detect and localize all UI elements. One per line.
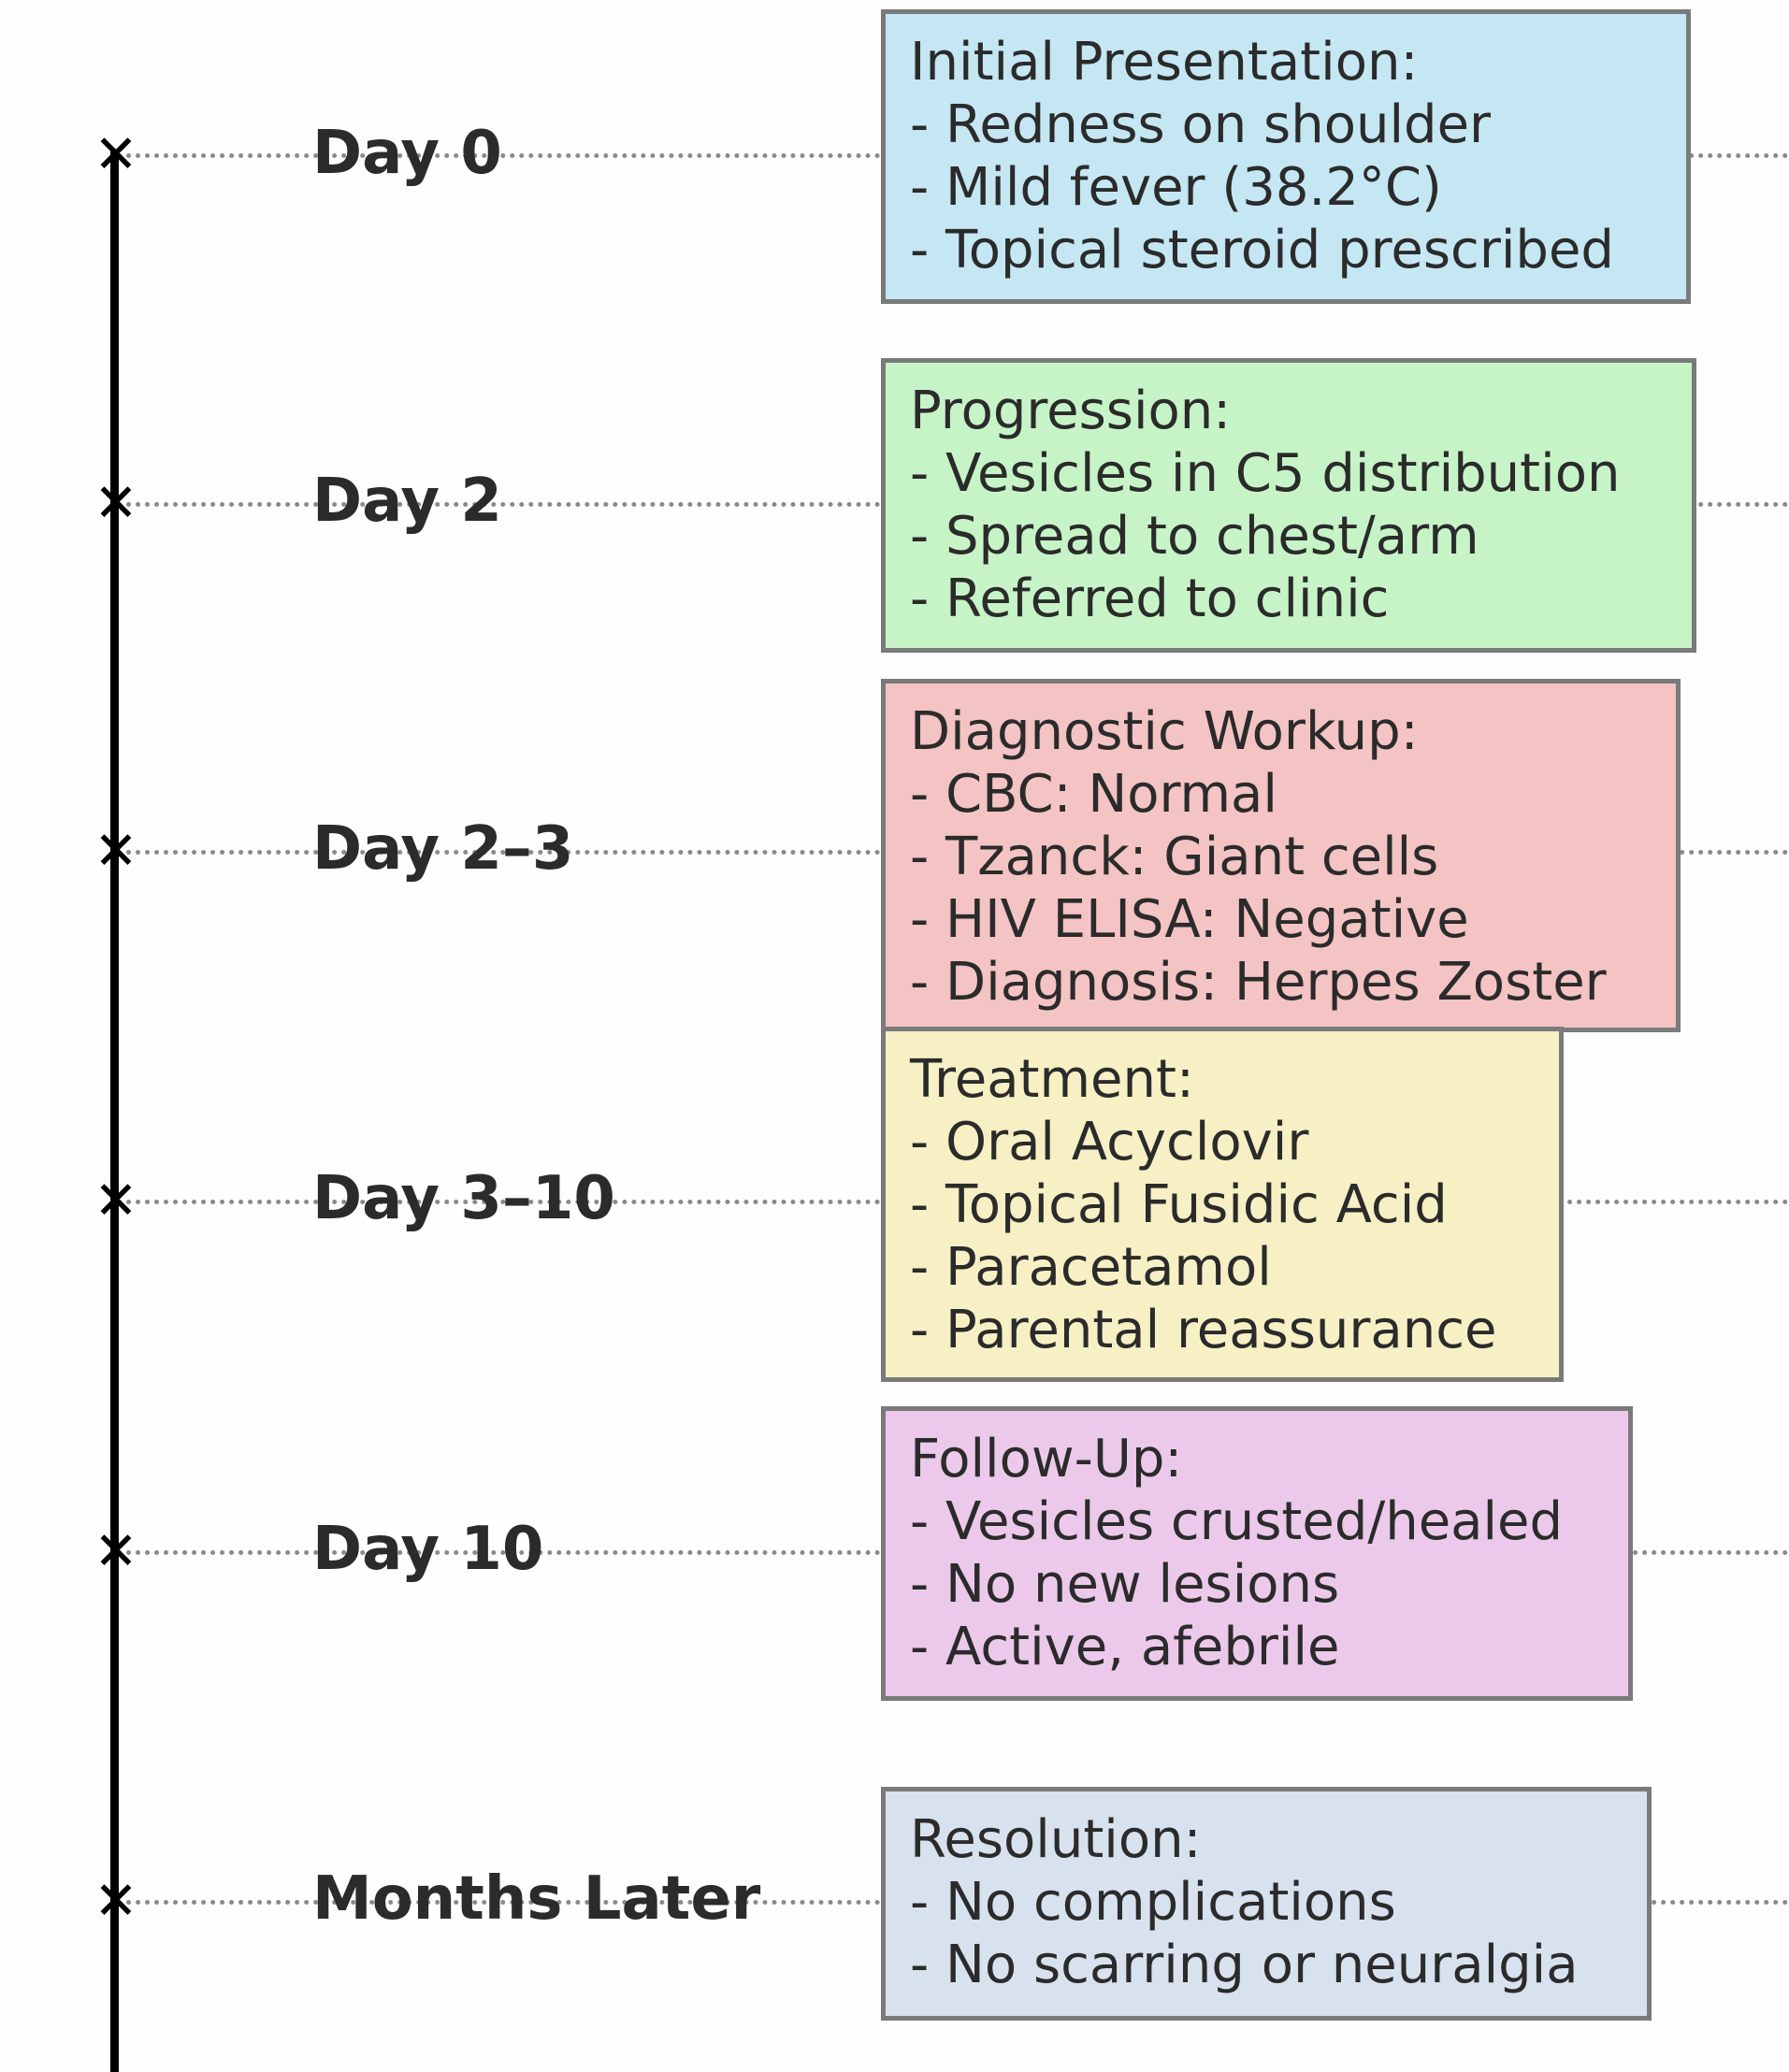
event-box-title: Follow-Up: xyxy=(910,1429,1183,1489)
event-box-item: - Tzanck: Giant cells xyxy=(910,827,1439,887)
event-box-item: - Redness on shoulder xyxy=(910,94,1492,155)
event-box-item: - Vesicles in C5 distribution xyxy=(910,443,1621,504)
event-box-item: - Vesicles crusted/healed xyxy=(910,1491,1564,1552)
event-marker-day-10: ✕ xyxy=(94,1521,138,1582)
event-box-treatment: Treatment: - Oral Acyclovir - Topical Fu… xyxy=(881,1027,1564,1382)
event-box-item: - Paracetamol xyxy=(910,1237,1272,1298)
event-box-follow-up: Follow-Up: - Vesicles crusted/healed - N… xyxy=(881,1406,1633,1701)
event-box-initial-presentation: Initial Presentation: - Redness on shoul… xyxy=(881,9,1691,304)
event-marker-day-2: ✕ xyxy=(94,473,138,534)
event-box-title: Initial Presentation: xyxy=(910,32,1419,93)
event-box-item: - Parental reassurance xyxy=(910,1300,1497,1360)
event-box-item: - Active, afebrile xyxy=(910,1617,1340,1677)
event-box-item: - Oral Acyclovir xyxy=(910,1112,1309,1173)
event-box-item: - No scarring or neuralgia xyxy=(910,1935,1579,1995)
event-marker-months-later: ✕ xyxy=(94,1871,138,1932)
event-label-day-0: Day 0 xyxy=(312,119,502,188)
event-box-item: - CBC: Normal xyxy=(910,764,1277,825)
event-box-item: - Spread to chest/arm xyxy=(910,506,1479,567)
event-label-day-3-10: Day 3–10 xyxy=(312,1164,615,1233)
event-label-months-later: Months Later xyxy=(312,1864,761,1934)
event-marker-day-0: ✕ xyxy=(94,124,138,185)
event-label-day-2: Day 2 xyxy=(312,467,502,536)
event-box-item: - HIV ELISA: Negative xyxy=(910,889,1469,950)
event-marker-day-2-3: ✕ xyxy=(94,821,138,882)
event-box-title: Diagnostic Workup: xyxy=(910,701,1419,762)
event-box-item: - Mild fever (38.2°C) xyxy=(910,157,1442,218)
event-marker-day-3-10: ✕ xyxy=(94,1171,138,1231)
event-box-item: - Referred to clinic xyxy=(910,568,1390,629)
event-label-day-10: Day 10 xyxy=(312,1515,544,1584)
timeline-axis xyxy=(110,150,119,2072)
event-box-item: - Topical Fusidic Acid xyxy=(910,1174,1448,1235)
event-box-title: Progression: xyxy=(910,381,1232,441)
event-box-resolution: Resolution: - No complications - No scar… xyxy=(881,1787,1652,2021)
event-box-title: Treatment: xyxy=(910,1049,1194,1110)
event-box-item: - No new lesions xyxy=(910,1554,1340,1615)
event-label-day-2-3: Day 2–3 xyxy=(312,814,574,884)
event-box-title: Resolution: xyxy=(910,1809,1202,1870)
event-box-progression: Progression: - Vesicles in C5 distributi… xyxy=(881,358,1696,653)
event-box-diagnostic-workup: Diagnostic Workup: - CBC: Normal - Tzanc… xyxy=(881,679,1681,1032)
event-box-item: - Topical steroid prescribed xyxy=(910,220,1614,281)
event-box-item: - Diagnosis: Herpes Zoster xyxy=(910,952,1607,1013)
event-box-item: - No complications xyxy=(910,1872,1396,1933)
